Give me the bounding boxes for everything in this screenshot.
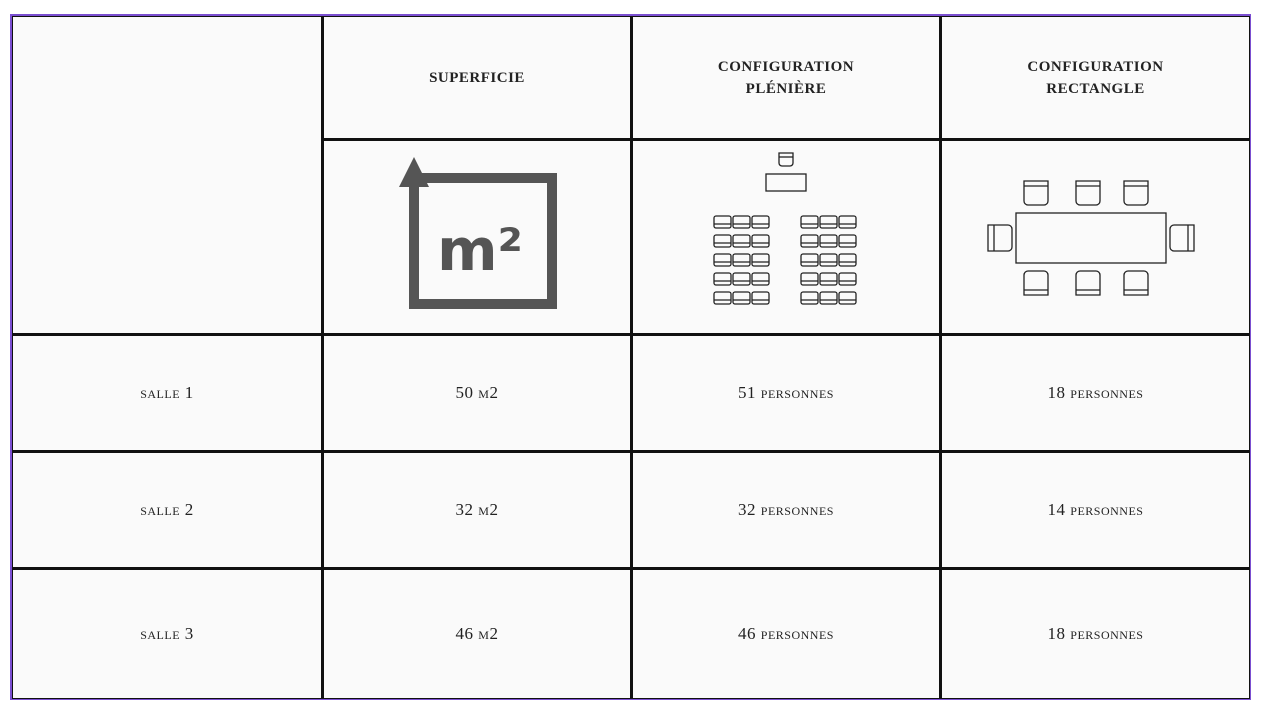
header-row: SUPERFICIE CONFIGURATION PLÉNIÈRE CONFIG…: [12, 16, 1250, 336]
chair-icon: [1074, 180, 1101, 206]
seat-icon: [751, 291, 770, 305]
room-name-cell: SALLE 1: [12, 333, 324, 453]
seat-icon: [713, 272, 732, 286]
room-area-cell: 46 M2: [321, 567, 633, 699]
header-superficie: SUPERFICIE: [321, 16, 633, 141]
chair-icon: [986, 224, 1013, 252]
table-row: SALLE 2 32 M2 32 PERSONNES 14 PERSONNES: [12, 450, 1250, 570]
seat-icon: [713, 234, 732, 248]
chair-icon: [1122, 180, 1149, 206]
lectern-icon: [765, 173, 807, 192]
rectangle-capacity-cell: 14 PERSONNES: [939, 450, 1250, 570]
seat-icon: [713, 253, 732, 267]
seat-icon: [838, 291, 857, 305]
room-area-cell: 32 M2: [321, 450, 633, 570]
speaker-chair-icon: [778, 152, 794, 167]
rectangle-capacity-cell: 18 PERSONNES: [939, 333, 1250, 453]
seat-icon: [751, 215, 770, 229]
seat-icon: [819, 272, 838, 286]
rectangle-capacity-cell: 18 PERSONNES: [939, 567, 1250, 699]
rooms-capacity-table: SUPERFICIE CONFIGURATION PLÉNIÈRE CONFIG…: [12, 16, 1250, 699]
chair-icon: [1022, 180, 1049, 206]
plenary-capacity-cell: 32 PERSONNES: [630, 450, 942, 570]
table-shape-icon: [1014, 212, 1167, 264]
table-row: SALLE 1 50 M2 51 PERSONNES 18 PERSONNES: [12, 333, 1250, 453]
chair-icon: [1168, 224, 1195, 252]
seat-icon: [838, 234, 857, 248]
rectangle-table-icon: [986, 180, 1195, 296]
seat-icon: [713, 215, 732, 229]
plenary-capacity-cell: 46 PERSONNES: [630, 567, 942, 699]
seat-icon: [732, 253, 751, 267]
plenary-icon-cell: [630, 138, 942, 336]
seat-icon: [732, 272, 751, 286]
seat-icon: [800, 253, 819, 267]
seat-icon: [800, 272, 819, 286]
room-name-cell: SALLE 3: [12, 567, 324, 699]
seat-icon: [838, 253, 857, 267]
corner-cell: [12, 16, 324, 336]
area-icon-cell: m²: [322, 138, 633, 336]
chair-icon: [1074, 270, 1101, 296]
seat-icon: [732, 291, 751, 305]
table-frame: SUPERFICIE CONFIGURATION PLÉNIÈRE CONFIG…: [10, 14, 1251, 700]
seat-icon: [713, 291, 732, 305]
room-name-cell: SALLE 2: [12, 450, 324, 570]
seat-icon: [751, 234, 770, 248]
header-rectangle: CONFIGURATION RECTANGLE: [939, 16, 1250, 141]
chair-icon: [1022, 270, 1049, 296]
seat-icon: [751, 253, 770, 267]
header-pleniere-line-2: PLÉNIÈRE: [745, 80, 827, 97]
seat-icon: [838, 272, 857, 286]
seat-icon: [800, 291, 819, 305]
seat-icon: [819, 215, 838, 229]
header-superficie-label: SUPERFICIE: [429, 69, 525, 86]
header-pleniere-line-1: CONFIGURATION: [717, 58, 855, 75]
chair-icon: [1122, 270, 1149, 296]
seat-icon: [819, 234, 838, 248]
rectangle-icon-cell: [939, 138, 1250, 336]
seat-icon: [732, 234, 751, 248]
seat-icon: [800, 234, 819, 248]
area-m2-text: m²: [437, 216, 523, 284]
seat-icon: [732, 215, 751, 229]
header-rectangle-line-1: CONFIGURATION: [1027, 58, 1164, 75]
table-row: SALLE 3 46 M2 46 PERSONNES 18 PERSONNES: [12, 567, 1250, 699]
header-rectangle-line-2: RECTANGLE: [1046, 80, 1145, 97]
area-m2-icon: m²: [399, 157, 557, 309]
seat-icon: [751, 272, 770, 286]
plenary-capacity-cell: 51 PERSONNES: [630, 333, 942, 453]
seat-icon: [819, 253, 838, 267]
plenary-seating-icon: [713, 152, 857, 305]
seat-icon: [800, 215, 819, 229]
room-area-cell: 50 M2: [321, 333, 633, 453]
seat-icon: [838, 215, 857, 229]
header-pleniere: CONFIGURATION PLÉNIÈRE: [630, 16, 942, 141]
icon-row: m²: [13, 138, 1250, 336]
seat-icon: [819, 291, 838, 305]
